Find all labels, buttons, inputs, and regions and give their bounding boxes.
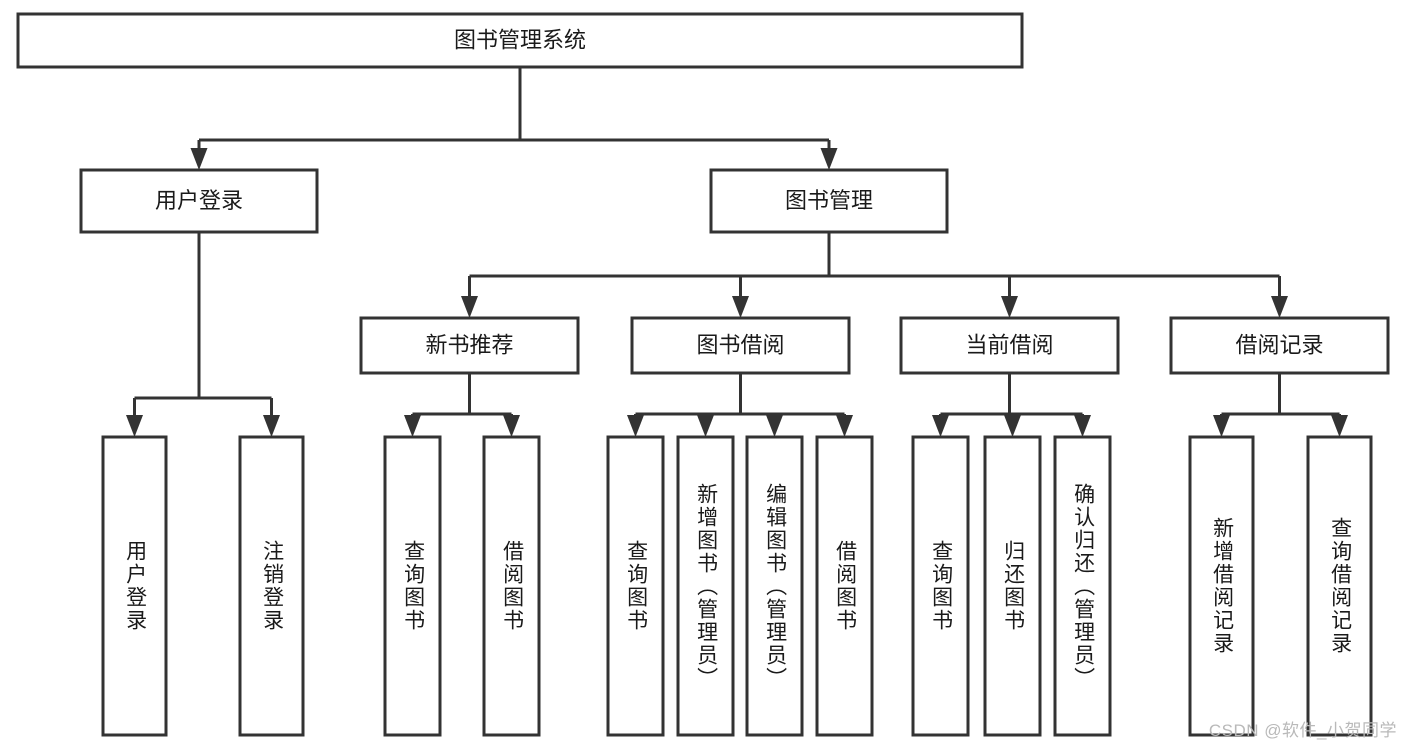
node-box-用户登录[interactable]	[101, 435, 168, 737]
node-box-归还图书[interactable]	[983, 435, 1042, 737]
node-box-查询图书[interactable]	[606, 435, 665, 737]
arrow-head-icon	[126, 415, 143, 437]
node-box-确认归还管理员[interactable]	[1053, 435, 1112, 737]
node-box-查询借阅记录[interactable]	[1306, 435, 1373, 737]
node-box-当前借阅[interactable]	[899, 316, 1120, 375]
arrow-head-icon	[1213, 415, 1230, 437]
node-box-用户登录[interactable]	[79, 168, 319, 234]
arrow-head-icon	[1004, 415, 1021, 437]
node-box-借阅记录[interactable]	[1169, 316, 1390, 375]
arrow-head-icon	[766, 415, 783, 437]
connector-lines	[126, 67, 1348, 437]
node-box-图书借阅[interactable]	[630, 316, 851, 375]
node-box-图书管理系统[interactable]	[16, 12, 1024, 69]
arrow-head-icon	[263, 415, 280, 437]
node-box-新书推荐[interactable]	[359, 316, 580, 375]
node-label-图书管理: 图书管理	[785, 188, 873, 213]
node-box-查询图书[interactable]	[383, 435, 442, 737]
node-box-新增图书管理员[interactable]	[676, 435, 735, 737]
node-label-新书推荐: 新书推荐	[425, 332, 513, 357]
node-label-当前借阅: 当前借阅	[965, 332, 1053, 357]
node-box-借阅图书[interactable]	[482, 435, 541, 737]
node-label-图书借阅: 图书借阅	[696, 332, 784, 357]
node-box-新增借阅记录[interactable]	[1188, 435, 1255, 737]
arrow-head-icon	[1271, 296, 1288, 318]
node-boxes	[16, 12, 1390, 737]
arrow-head-icon	[1001, 296, 1018, 318]
arrow-head-icon	[627, 415, 644, 437]
arrow-head-icon	[820, 148, 838, 170]
node-box-图书管理[interactable]	[709, 168, 949, 234]
arrow-head-icon	[932, 415, 949, 437]
node-box-编辑图书管理员[interactable]	[745, 435, 804, 737]
node-label-用户登录: 用户登录	[155, 188, 243, 213]
arrow-head-icon	[461, 296, 478, 318]
csdn-watermark: CSDN @软件_小贺同学	[1208, 721, 1397, 740]
node-box-借阅图书[interactable]	[815, 435, 874, 737]
arrow-head-icon	[1331, 415, 1348, 437]
arrow-head-icon	[190, 148, 208, 170]
arrow-head-icon	[836, 415, 853, 437]
node-box-注销登录[interactable]	[238, 435, 305, 737]
node-label-借阅记录: 借阅记录	[1235, 332, 1323, 357]
arrow-head-icon	[697, 415, 714, 437]
arrow-head-icon	[404, 415, 421, 437]
node-label-图书管理系统: 图书管理系统	[454, 27, 586, 52]
node-box-查询图书[interactable]	[911, 435, 970, 737]
arrow-head-icon	[732, 296, 749, 318]
arrow-head-icon	[503, 415, 520, 437]
arrow-head-icon	[1074, 415, 1091, 437]
